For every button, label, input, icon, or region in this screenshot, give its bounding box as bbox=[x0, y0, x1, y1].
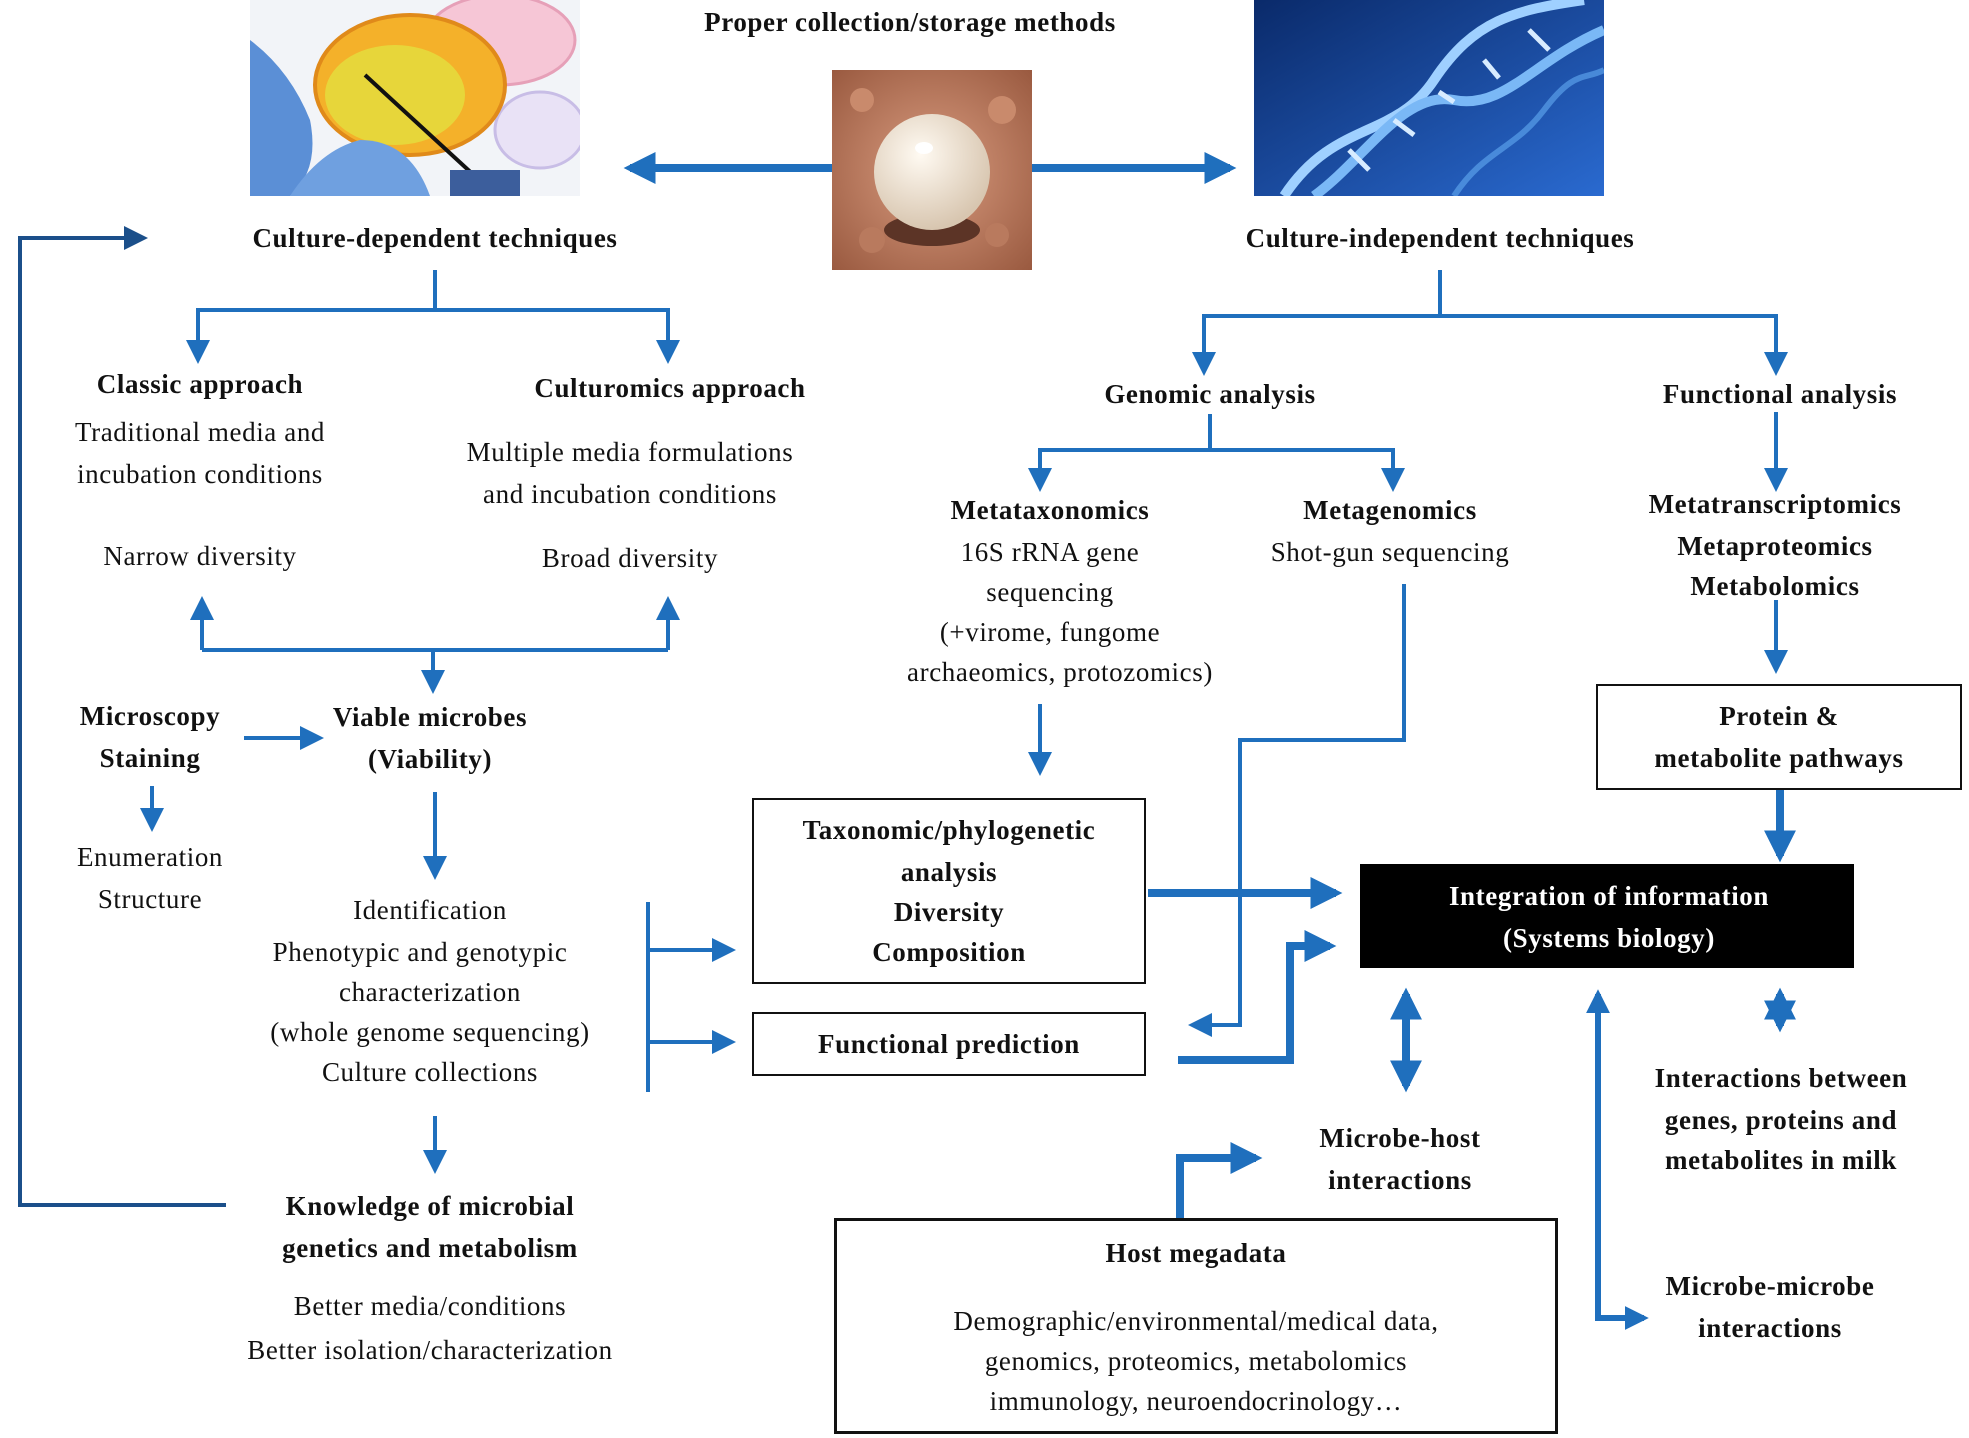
enumeration-label: Enumeration bbox=[76, 842, 224, 872]
arrow-host-to-microbe-host bbox=[1176, 1142, 1263, 1220]
metataxonomics-line-2: sequencing bbox=[986, 577, 1114, 607]
connector-dependent-split bbox=[433, 270, 680, 364]
classic-line-1: Traditional media and bbox=[74, 417, 326, 447]
better-media: Better media/conditions bbox=[293, 1291, 567, 1321]
classic-line-2: incubation conditions bbox=[77, 459, 323, 489]
host-megadata-title: Host megadata bbox=[1105, 1238, 1287, 1268]
microbe-host-line-2: interactions bbox=[1328, 1165, 1472, 1195]
milk-drop-illustration bbox=[832, 70, 1032, 270]
staining-label: Staining bbox=[99, 743, 201, 773]
microscopy-label: Microscopy bbox=[79, 701, 221, 731]
host-line-2: genomics, proteomics, metabolomics bbox=[984, 1346, 1408, 1376]
viability-label: (Viability) bbox=[367, 744, 493, 774]
arrow-functional-to-integration bbox=[1178, 930, 1337, 1064]
metabolomics-label: Metabolomics bbox=[1690, 571, 1860, 601]
connector-dependent-split-left bbox=[186, 308, 435, 364]
milk-drop-photo bbox=[832, 70, 1032, 270]
structure-label: Structure bbox=[97, 884, 203, 914]
connector-independent-split bbox=[1192, 270, 1442, 376]
interactions-genes-line-1: Interactions between bbox=[1654, 1063, 1908, 1093]
connector-genomic-split bbox=[1028, 414, 1212, 492]
taxonomic-line-2: analysis bbox=[900, 857, 998, 887]
metataxonomics-line-3: (+virome, fungome bbox=[939, 617, 1161, 647]
culturomics-line-2: and incubation conditions bbox=[483, 479, 777, 509]
identification-line-3: characterization bbox=[339, 977, 521, 1007]
metagenomics-title: Metagenomics bbox=[1303, 495, 1477, 525]
dna-helix-photo bbox=[1254, 0, 1604, 196]
protein-line-1: Protein & bbox=[1719, 701, 1839, 731]
protein-metabolite-box: Protein & metabolite pathways bbox=[1596, 684, 1962, 790]
microbe-microbe-line-1: Microbe-microbe bbox=[1665, 1271, 1875, 1301]
collection-storage-title: Proper collection/storage methods bbox=[704, 7, 1116, 37]
metatranscriptomics-label: Metatranscriptomics bbox=[1648, 489, 1902, 519]
metaproteomics-label: Metaproteomics bbox=[1677, 531, 1873, 561]
functional-prediction-box: Functional prediction bbox=[752, 1012, 1146, 1076]
interactions-genes-line-2: genes, proteins and bbox=[1664, 1105, 1898, 1135]
classic-approach-title: Classic approach bbox=[96, 369, 304, 399]
taxonomic-line-3: Diversity bbox=[893, 897, 1005, 927]
connector-metagenomics-to-functional bbox=[1188, 584, 1406, 1037]
functional-analysis-label: Functional analysis bbox=[1662, 379, 1898, 409]
host-line-1: Demographic/environmental/medical data, bbox=[953, 1306, 1439, 1336]
petri-dish-photo bbox=[250, 0, 580, 196]
feedback-loop-arrow bbox=[18, 226, 226, 1207]
integration-line-1: Integration of information bbox=[1448, 881, 1770, 911]
integration-line-2: (Systems biology) bbox=[1503, 923, 1715, 953]
host-line-3: immunology, neuroendocrinology… bbox=[989, 1386, 1403, 1416]
metataxonomics-line-4: archaeomics, protozomics) bbox=[907, 657, 1213, 687]
narrow-diversity: Narrow diversity bbox=[103, 541, 297, 571]
genomic-analysis-label: Genomic analysis bbox=[1104, 379, 1316, 409]
culturomics-approach-title: Culturomics approach bbox=[534, 373, 806, 403]
culturomics-line-1: Multiple media formulations bbox=[466, 437, 794, 467]
culture-dependent-header: Culture-dependent techniques bbox=[252, 223, 618, 253]
identification-line-5: Culture collections bbox=[321, 1057, 539, 1087]
taxonomic-analysis-box: Taxonomic/phylogenetic analysis Diversit… bbox=[752, 798, 1146, 984]
metagenomics-line-1: Shot-gun sequencing bbox=[1270, 537, 1510, 567]
broad-diversity: Broad diversity bbox=[541, 543, 719, 573]
identification-line-1: Identification bbox=[353, 895, 507, 925]
protein-line-2: metabolite pathways bbox=[1654, 743, 1904, 773]
microbe-host-line-1: Microbe-host bbox=[1319, 1123, 1481, 1153]
petri-dish-illustration bbox=[250, 0, 580, 196]
knowledge-line-1: Knowledge of microbial bbox=[285, 1191, 575, 1221]
arrow-integration-to-microbe-microbe bbox=[1595, 1030, 1649, 1330]
culture-independent-header: Culture-independent techniques bbox=[1245, 223, 1635, 253]
integration-box: Integration of information (Systems biol… bbox=[1360, 864, 1854, 968]
identification-line-4: (whole genome sequencing) bbox=[270, 1017, 590, 1047]
viable-microbes-label: Viable microbes bbox=[332, 702, 528, 732]
better-isolation: Better isolation/characterization bbox=[247, 1335, 613, 1365]
microbe-microbe-line-2: interactions bbox=[1698, 1313, 1842, 1343]
taxonomic-line-1: Taxonomic/phylogenetic bbox=[802, 815, 1096, 845]
dna-helix-illustration bbox=[1254, 0, 1604, 196]
knowledge-line-2: genetics and metabolism bbox=[282, 1233, 578, 1263]
functional-prediction-label: Functional prediction bbox=[818, 1029, 1080, 1059]
interactions-genes-line-3: metabolites in milk bbox=[1665, 1145, 1897, 1175]
connector-genomic-split-right bbox=[1210, 448, 1405, 492]
host-megadata-box: Host megadata Demographic/environmental/… bbox=[834, 1218, 1558, 1434]
metataxonomics-line-1: 16S rRNA gene bbox=[960, 537, 1140, 567]
taxonomic-line-4: Composition bbox=[872, 937, 1026, 967]
metataxonomics-title: Metataxonomics bbox=[950, 495, 1150, 525]
connector-independent-split-right bbox=[1440, 314, 1788, 376]
identification-line-2: Phenotypic and genotypic bbox=[272, 937, 568, 967]
